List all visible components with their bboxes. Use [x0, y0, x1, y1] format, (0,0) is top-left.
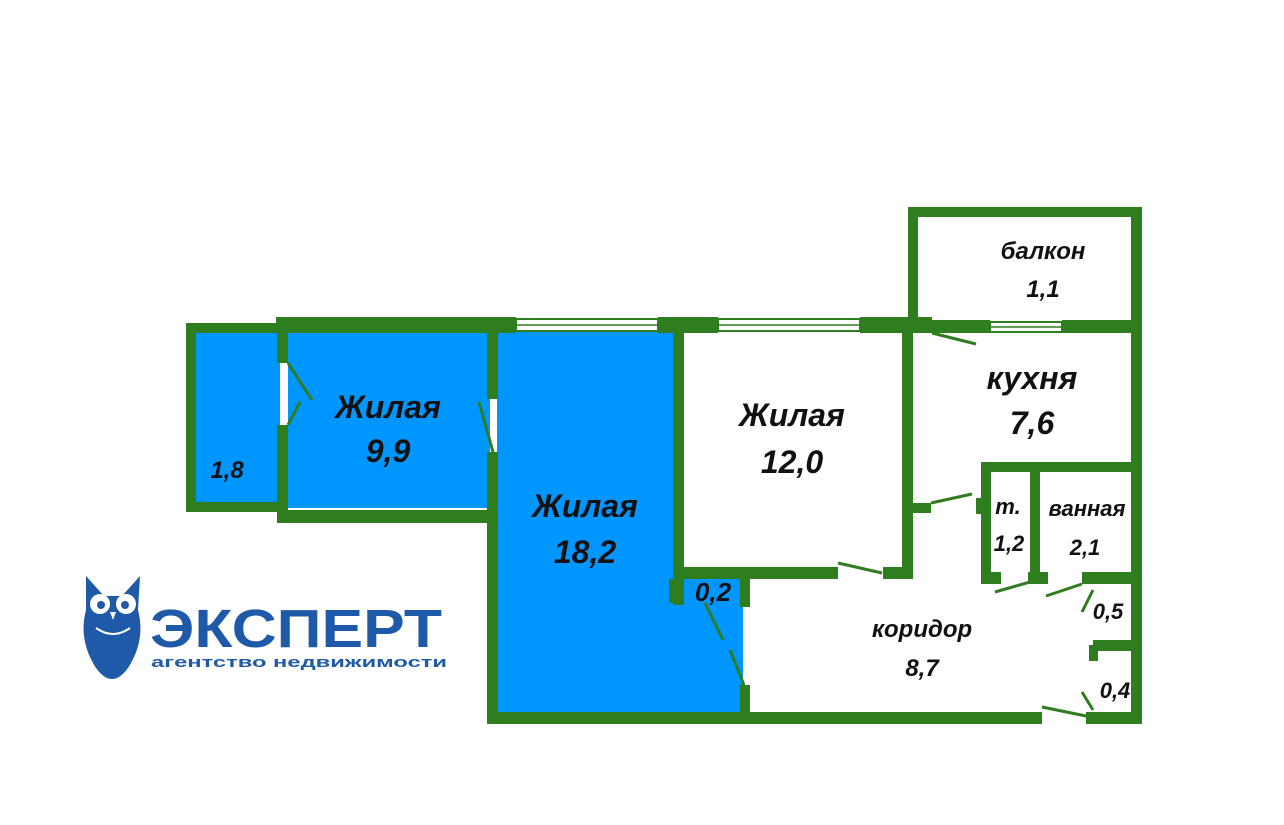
room-fill-living-2	[497, 332, 679, 714]
living-1-name-label: Жилая	[333, 389, 441, 425]
corridor-area-label: 8,7	[905, 655, 940, 682]
logo-tagline: агентство недвижимости	[151, 654, 447, 671]
living-3-area-label: 12,0	[761, 444, 823, 480]
niche-2-area-label: 0,4	[1100, 678, 1131, 703]
niche-1-area-label: 0,5	[1093, 599, 1124, 624]
closet-area-label: 1,8	[210, 457, 244, 484]
room-fill-closet	[196, 332, 280, 504]
kitchen-area-label: 7,6	[1010, 405, 1055, 441]
kitchen-name-label: кухня	[987, 360, 1078, 396]
bathroom-area-label: 2,1	[1069, 535, 1101, 560]
living-2-area-label: 18,2	[554, 534, 616, 570]
living-3-name-label: Жилая	[737, 397, 845, 433]
logo-word: ЭКСПЕРТ	[150, 599, 442, 659]
bathroom-name-label: ванная	[1049, 496, 1126, 521]
room-fill-pantry	[679, 579, 743, 603]
balcony-area-label: 1,1	[1026, 276, 1059, 303]
living-1-area-label: 9,9	[366, 433, 411, 469]
door-swings	[286, 331, 1095, 718]
pantry-area-label: 0,2	[695, 577, 732, 607]
toilet-name-label: т.	[995, 494, 1020, 519]
room-fill-living-1	[288, 332, 490, 508]
balcony-name-label: балкон	[1001, 238, 1086, 265]
walls	[186, 207, 1142, 724]
window-lines	[516, 324, 1062, 328]
corridor-name-label: коридор	[872, 616, 972, 643]
toilet-area-label: 1,2	[994, 531, 1025, 556]
owl-icon	[83, 576, 141, 679]
living-2-name-label: Жилая	[530, 488, 638, 524]
